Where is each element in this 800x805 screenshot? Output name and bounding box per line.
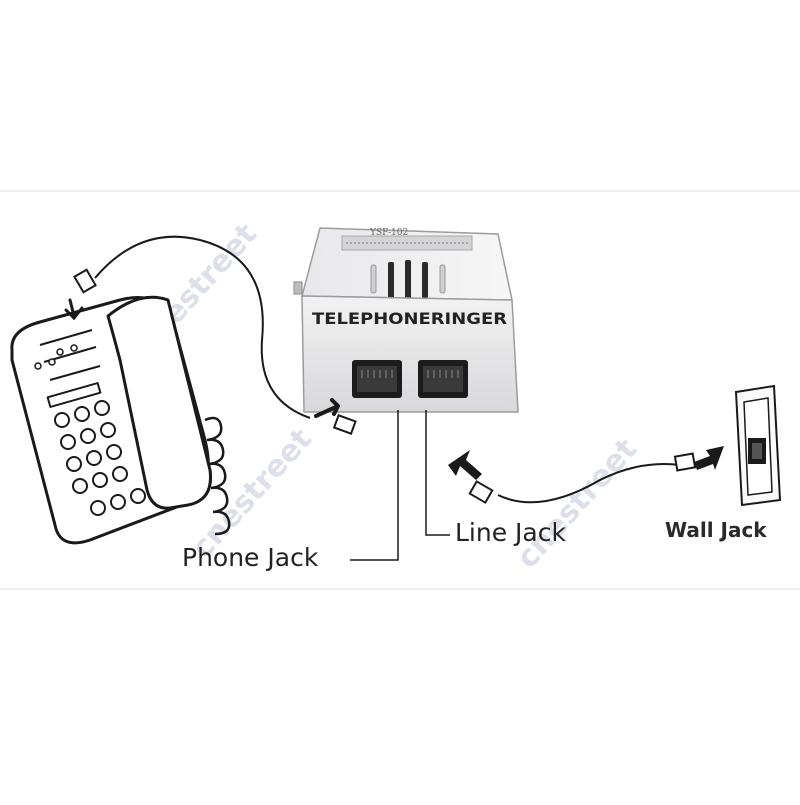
wall-jack-label: Wall Jack <box>665 518 767 542</box>
telephone-ringer-device: YSF-102 TELEPHONERINGER <box>293 227 519 413</box>
line-jack-label: Line Jack <box>455 518 566 547</box>
device-title-text: TELEPHONERINGER <box>312 309 507 328</box>
device-model-text: YSF-102 <box>369 228 408 238</box>
phone-jack-leader <box>350 410 399 561</box>
watermark-text-3: cnestreet <box>510 432 644 575</box>
speaker-grille <box>370 260 446 300</box>
line-jack-leader <box>425 410 450 536</box>
top-band <box>0 190 800 192</box>
phone-cord <box>94 235 311 419</box>
phone-top-plug <box>64 268 97 321</box>
phone-jack-label: Phone Jack <box>182 543 319 572</box>
coiled-cord <box>204 416 231 536</box>
bottom-band <box>0 588 800 590</box>
telephone-icon <box>10 295 213 545</box>
line-cord <box>468 452 697 504</box>
line-jack-port <box>418 360 468 398</box>
arrow-wall-jack <box>694 446 724 470</box>
leader-lines <box>350 410 450 561</box>
phone-jack-port <box>352 360 402 398</box>
arrow-line-jack <box>448 450 482 480</box>
wall-jack-plate <box>734 384 782 507</box>
phone-cord-plug <box>314 398 357 435</box>
